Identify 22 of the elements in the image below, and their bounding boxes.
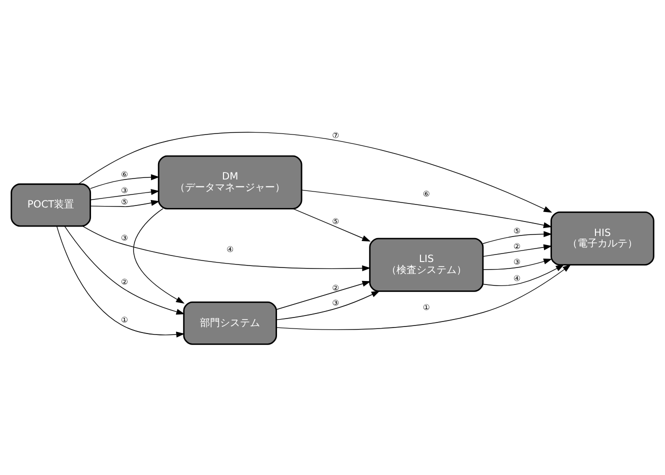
arrow (482, 230, 552, 244)
arrow (482, 244, 552, 256)
arrow (482, 258, 552, 270)
arrow (90, 188, 160, 200)
node-box: DM （データマネージャー） (158, 154, 302, 209)
arrow (276, 264, 572, 330)
arrow (301, 189, 552, 228)
arrow (90, 199, 160, 207)
node-box: LIS （検査システム） (369, 237, 484, 292)
node-box: HIS （電子カルテ） (550, 211, 654, 266)
arrow (133, 208, 185, 304)
arrow (90, 174, 160, 188)
arrow (292, 208, 371, 242)
node-box: POCT装置 (10, 182, 92, 226)
node-box: 部門システム (183, 300, 278, 344)
arrow (56, 225, 185, 338)
arrow (64, 225, 185, 314)
arrow (482, 264, 564, 286)
arrow (276, 290, 380, 320)
arrow (82, 225, 371, 271)
arrow (78, 132, 552, 212)
arrow (276, 280, 371, 310)
